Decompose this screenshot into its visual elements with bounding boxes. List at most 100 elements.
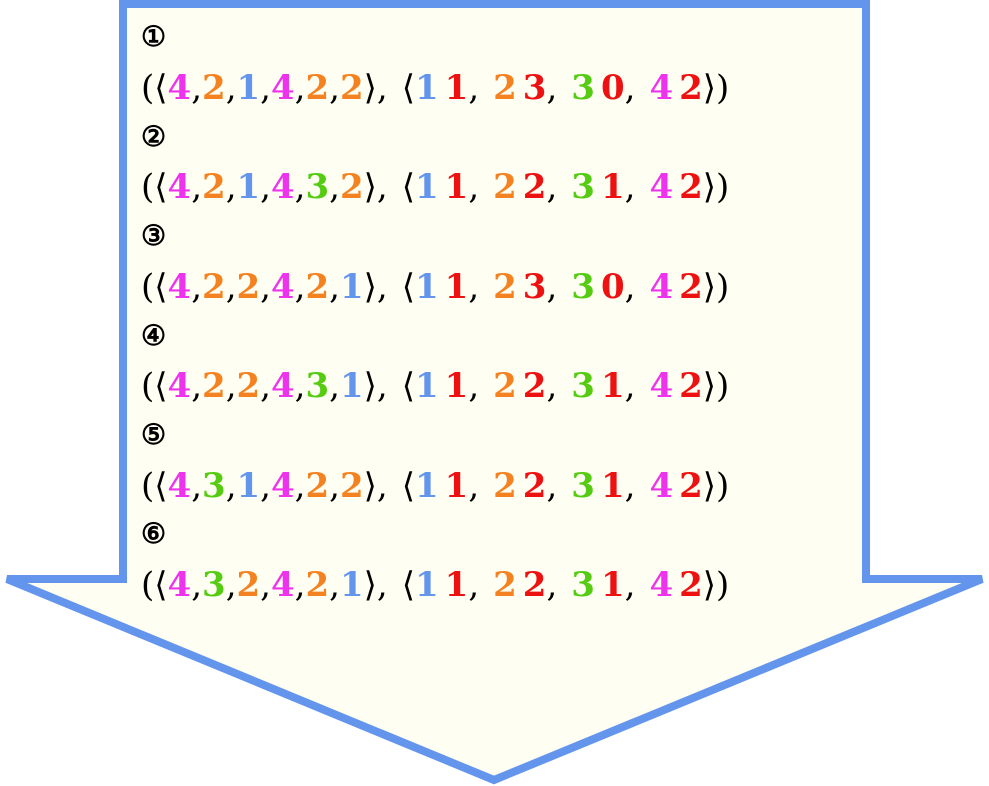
comma: , — [468, 366, 480, 406]
step-number-label: ① — [141, 20, 167, 53]
comma: , — [624, 267, 636, 307]
close-angle: ⟩ — [702, 366, 717, 406]
sequence-value: 2 — [236, 565, 261, 605]
pair-count: 1 — [444, 267, 469, 307]
comma: , — [260, 68, 271, 108]
pair-key: 2 — [493, 267, 517, 307]
sequence-value: 2 — [236, 366, 261, 406]
open-angle: ⟨ — [401, 565, 415, 605]
comma: , — [260, 466, 271, 506]
sequence-value: 4 — [167, 466, 192, 506]
open-angle: ⟨ — [401, 466, 415, 506]
open-paren: ( — [141, 565, 155, 605]
comma: , — [329, 68, 340, 108]
pair-key: 1 — [414, 366, 439, 406]
pair-count: 1 — [600, 466, 625, 506]
pair-key: 2 — [493, 466, 517, 506]
pair-key: 4 — [649, 267, 674, 307]
sequence-value: 1 — [339, 565, 364, 605]
close-angle: ⟩ — [702, 167, 717, 207]
close-angle: ⟩ — [363, 466, 377, 506]
comma: , — [546, 167, 558, 207]
step-number-label: ③ — [141, 219, 167, 252]
sequence-value: 2 — [305, 466, 330, 506]
pair-key: 1 — [414, 466, 439, 506]
close-paren: ) — [716, 565, 730, 605]
comma: , — [624, 167, 636, 207]
comma: , — [225, 466, 237, 506]
pair-count: 2 — [522, 366, 547, 406]
close-angle: ⟩ — [363, 565, 377, 605]
step-number-label: ② — [141, 120, 167, 153]
sequence-value: 4 — [167, 167, 192, 207]
pair-count: 2 — [679, 466, 703, 506]
close-angle: ⟩ — [363, 167, 377, 207]
comma: , — [294, 466, 306, 506]
comma: , — [376, 68, 388, 108]
pair-key: 4 — [649, 68, 674, 108]
sequence-value: 2 — [305, 267, 330, 307]
sequence-value: 1 — [339, 366, 364, 406]
sequence-value: 4 — [270, 68, 295, 108]
close-angle: ⟩ — [702, 466, 717, 506]
pair-key: 2 — [493, 68, 517, 108]
comma: , — [225, 565, 237, 605]
sequence-value: 4 — [270, 167, 295, 207]
sequence-value: 3 — [202, 466, 226, 506]
comma: , — [225, 366, 237, 406]
pair-count: 2 — [522, 167, 547, 207]
pair-count: 1 — [444, 167, 469, 207]
open-angle: ⟨ — [154, 267, 168, 307]
comma: , — [294, 366, 306, 406]
comma: , — [468, 167, 480, 207]
comma: , — [294, 68, 306, 108]
comma: , — [546, 68, 558, 108]
pair-count: 2 — [679, 68, 703, 108]
open-angle: ⟨ — [154, 466, 168, 506]
open-angle: ⟨ — [154, 366, 168, 406]
pair-key: 3 — [571, 167, 595, 207]
comma: , — [546, 565, 558, 605]
pair-count: 3 — [522, 267, 547, 307]
open-angle: ⟨ — [401, 267, 415, 307]
sequence-value: 4 — [270, 267, 295, 307]
sequence-value: 4 — [167, 565, 192, 605]
close-paren: ) — [716, 68, 730, 108]
pair-key: 2 — [493, 565, 517, 605]
open-paren: ( — [141, 267, 155, 307]
close-angle: ⟩ — [702, 565, 717, 605]
comma: , — [376, 167, 388, 207]
open-paren: ( — [141, 167, 155, 207]
pair-count: 2 — [522, 466, 547, 506]
sequence-value: 1 — [236, 167, 261, 207]
close-paren: ) — [716, 366, 730, 406]
close-angle: ⟩ — [702, 267, 717, 307]
comma: , — [624, 565, 636, 605]
sequence-value: 3 — [305, 366, 330, 406]
pair-count: 2 — [679, 267, 703, 307]
open-angle: ⟨ — [154, 167, 168, 207]
close-angle: ⟩ — [363, 366, 377, 406]
sequence-value: 4 — [167, 68, 192, 108]
pair-key: 1 — [414, 167, 439, 207]
close-paren: ) — [716, 167, 730, 207]
step-number-label: ⑤ — [141, 418, 167, 451]
comma: , — [376, 466, 388, 506]
comma: , — [191, 68, 203, 108]
comma: , — [260, 565, 271, 605]
comma: , — [191, 565, 203, 605]
comma: , — [294, 565, 306, 605]
comma: , — [260, 167, 271, 207]
comma: , — [329, 466, 340, 506]
open-paren: ( — [141, 366, 155, 406]
pair-key: 3 — [571, 267, 595, 307]
down-arrow-outline — [5, 0, 984, 785]
sequence-value: 2 — [202, 68, 226, 108]
comma: , — [260, 366, 271, 406]
step-number-label: ⑥ — [141, 517, 167, 550]
open-angle: ⟨ — [154, 565, 168, 605]
